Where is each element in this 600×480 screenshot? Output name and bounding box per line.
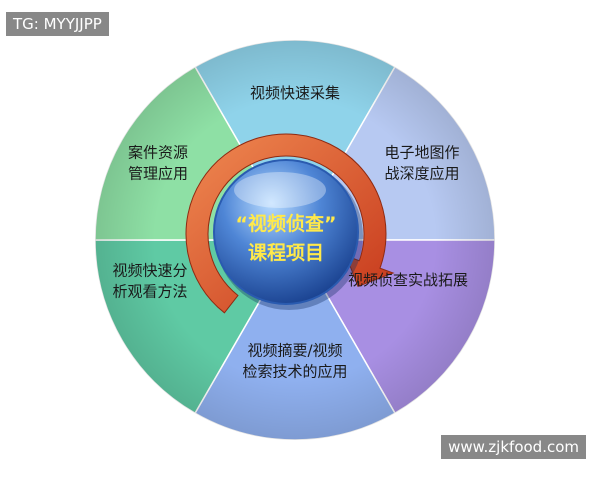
watermark-bottom-right: www.zjkfood.com [441, 435, 586, 459]
segment-label-e-map: 电子地图作战深度应用 [384, 144, 459, 183]
center-title-line1: “视频侦查” [236, 212, 337, 235]
hub-highlight [234, 172, 326, 208]
center-hub [213, 159, 359, 305]
segment-label-field-extension: 视频侦查实战拓展 [348, 271, 468, 289]
segment-label-summary-retrieval: 视频摘要/视频检索技术的应用 [242, 342, 347, 381]
cycle-arrow [185, 133, 395, 314]
segment-label-video-capture: 视频快速采集 [250, 84, 340, 102]
watermark-top-left: TG: MYYJJPP [6, 12, 109, 36]
segment-label-case-management: 案件资源管理应用 [128, 144, 188, 183]
center-title-line2: 课程项目 [248, 242, 324, 264]
segment-label-fast-analysis: 视频快速分析观看方法 [112, 262, 187, 301]
